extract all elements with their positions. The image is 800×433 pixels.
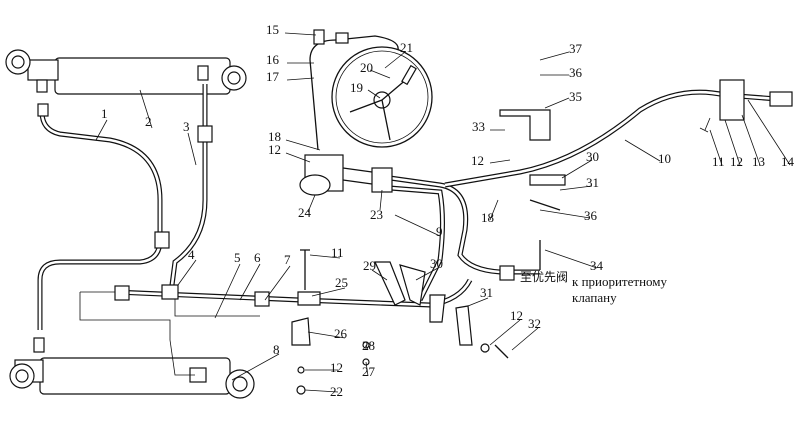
callout-12c: 12 [730,154,743,169]
callout-9: 9 [436,224,443,239]
callout-7: 7 [284,252,291,267]
note-russian-line2: клапану [572,290,617,305]
callout-labels: 1 2 3 4 5 6 7 8 9 10 11 12 13 14 15 16 1… [101,22,795,399]
callout-8: 8 [273,342,280,357]
callout-12: 12 [268,142,281,157]
callout-11: 11 [712,154,725,169]
callout-22: 22 [330,384,343,399]
pipes-upper [389,79,793,302]
callout-18: 18 [268,129,281,144]
callout-33: 33 [472,119,485,134]
callout-29: 29 [363,258,376,273]
callout-15: 15 [266,22,279,37]
callout-5: 5 [234,250,241,265]
callout-10: 10 [658,151,671,166]
note-russian-line1: к приоритетному [572,274,668,289]
callout-6: 6 [254,250,261,265]
callout-20: 20 [360,60,373,75]
destination-note: 至优先阀 к приоритетному клапану [520,270,668,305]
callout-30: 30 [586,149,599,164]
steering-cylinder-top [5,49,247,95]
callout-11b: 11 [331,245,344,260]
callout-37: 37 [569,41,583,56]
callout-16: 16 [266,52,280,67]
leader-lines [95,32,791,393]
callout-35: 35 [569,89,582,104]
callout-12e: 12 [330,360,343,375]
callout-25: 25 [335,275,348,290]
callout-31: 31 [480,285,493,300]
callout-24: 24 [298,205,312,220]
callout-23: 23 [370,207,383,222]
callout-28: 28 [362,338,375,353]
callout-4: 4 [188,247,195,262]
callout-14: 14 [781,154,795,169]
callout-17: 17 [266,69,280,84]
callout-19: 19 [350,80,363,95]
callout-12d: 12 [510,308,523,323]
steering-cylinder-bottom [9,337,255,399]
steering-control-unit [299,154,393,196]
callout-36b: 36 [584,208,598,223]
note-chinese: 至优先阀 [520,270,568,284]
callout-21: 21 [400,40,413,55]
callout-31b: 31 [586,175,599,190]
callout-30b: 30 [430,256,443,271]
callout-32: 32 [528,316,541,331]
callout-27: 27 [362,364,376,379]
callout-13: 13 [752,154,765,169]
callout-2: 2 [145,114,152,129]
callout-12b: 12 [471,153,484,168]
callout-3: 3 [183,119,190,134]
callout-34: 34 [590,258,604,273]
hoses [37,84,213,330]
callout-26: 26 [334,326,348,341]
callout-36: 36 [569,65,583,80]
callout-1: 1 [101,106,108,121]
callout-18b: 18 [481,210,494,225]
steering-wheel [309,29,433,151]
